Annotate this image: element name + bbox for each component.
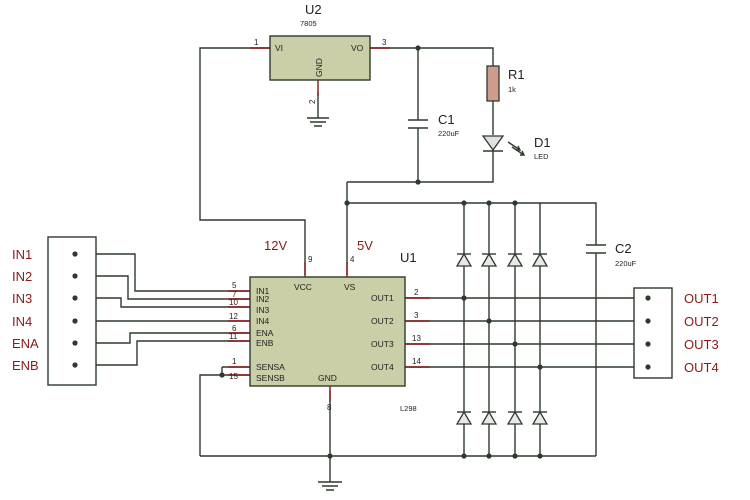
regulator-ref: U2	[305, 2, 322, 17]
driver-pin-ena-num: 6	[232, 324, 237, 333]
input-label-in1: IN1	[12, 247, 32, 262]
regulator-pin3-num: 3	[382, 38, 387, 47]
capacitor-c2-ref: C2	[615, 241, 632, 256]
regulator-pin-gnd: GND	[314, 58, 324, 77]
driver-pin-in3: IN3	[256, 305, 270, 315]
led-value: LED	[534, 152, 549, 161]
driver-u1: U1 L298 VCC VS GND 9 4 8 12V 5V IN1 IN2 …	[229, 238, 421, 413]
driver-body	[249, 276, 406, 387]
capacitor-c2: C2 220uF	[586, 241, 637, 268]
regulator-part: 7805	[300, 19, 317, 28]
resistor-r1: R1 1k	[486, 65, 525, 102]
regulator-pin1-num: 1	[254, 38, 259, 47]
output-label-out1: OUT1	[684, 291, 719, 306]
driver-pin-out3-num: 13	[412, 334, 421, 343]
driver-pin-out4-num: 14	[412, 357, 421, 366]
driver-pin-sensb: SENSB	[256, 373, 285, 383]
input-connector-body	[47, 236, 97, 386]
driver-pin-in3-num: 10	[229, 298, 238, 307]
diode-top-3	[506, 252, 524, 267]
regulator-pin2-num: 2	[308, 99, 317, 104]
capacitor-c1-value: 220uF	[438, 129, 460, 138]
driver-pin-enb: ENB	[256, 338, 274, 348]
input-connector: IN1 IN2 IN3 IN4 ENA ENB	[12, 236, 97, 386]
regulator-pin-vo: VO	[351, 43, 364, 53]
input-label-in3: IN3	[12, 291, 32, 306]
driver-part: L298	[400, 404, 417, 413]
driver-pin-in4: IN4	[256, 316, 270, 326]
wires	[75, 47, 648, 482]
diode-top-2	[480, 252, 498, 267]
regulator-pin-vi: VI	[275, 43, 283, 53]
diode-bottom-1	[455, 410, 473, 425]
driver-pin-in4-num: 12	[229, 312, 238, 321]
flyback-diodes-top	[455, 252, 549, 267]
output-label-out2: OUT2	[684, 314, 719, 329]
driver-vcc-supply-label: 12V	[264, 238, 287, 253]
input-label-enb: ENB	[12, 358, 39, 373]
regulator-u2: U2 7805 VI VO GND 1 3 2	[254, 2, 387, 104]
diode-top-4	[531, 252, 549, 267]
led-ref: D1	[534, 135, 551, 150]
pin-stubs	[228, 47, 430, 402]
driver-gnd-label: GND	[318, 373, 337, 383]
driver-pin-sensa-num: 1	[232, 357, 237, 366]
diode-bottom-4	[531, 410, 549, 425]
output-connector: OUT1 OUT2 OUT3 OUT4	[633, 287, 719, 379]
driver-pin-out2-num: 3	[414, 311, 419, 320]
driver-pin-enb-num: 11	[229, 332, 238, 341]
resistor-ref: R1	[508, 67, 525, 82]
driver-vs-num: 4	[350, 255, 355, 264]
capacitor-c1: C1 220uF	[408, 112, 460, 138]
output-connector-body	[633, 287, 673, 379]
input-label-in4: IN4	[12, 314, 32, 329]
resistor-body	[486, 65, 500, 102]
driver-vcc-label: VCC	[294, 282, 312, 292]
resistor-value: 1k	[508, 85, 516, 94]
driver-ref: U1	[400, 250, 417, 265]
diode-bottom-3	[506, 410, 524, 425]
driver-pin-sensb-num: 15	[229, 372, 238, 381]
driver-pin-out2: OUT2	[371, 316, 394, 326]
driver-vcc-num: 9	[308, 255, 313, 264]
driver-pin-in1: IN1	[256, 286, 270, 296]
driver-pin-in2: IN2	[256, 294, 270, 304]
regulator-body	[269, 35, 371, 81]
driver-pin-sensa: SENSA	[256, 362, 285, 372]
capacitor-c1-ref: C1	[438, 112, 455, 127]
driver-pin-out4: OUT4	[371, 362, 394, 372]
driver-pin-in1-num: 5	[232, 281, 237, 290]
led-d1: D1 LED	[481, 135, 551, 161]
diode-bottom-2	[480, 410, 498, 425]
driver-pin-in2-num: 7	[232, 290, 237, 299]
driver-gnd-num: 8	[327, 403, 332, 412]
driver-pin-out1-num: 2	[414, 288, 419, 297]
driver-pin-out3: OUT3	[371, 339, 394, 349]
ground-symbol-u2	[307, 117, 329, 127]
diode-top-1	[455, 252, 473, 267]
flyback-diodes-bottom	[455, 410, 549, 425]
driver-vs-supply-label: 5V	[357, 238, 373, 253]
driver-pin-out1: OUT1	[371, 293, 394, 303]
output-label-out3: OUT3	[684, 337, 719, 352]
input-label-in2: IN2	[12, 269, 32, 284]
capacitor-c2-value: 220uF	[615, 259, 637, 268]
input-label-ena: ENA	[12, 336, 39, 351]
driver-vs-label: VS	[344, 282, 356, 292]
output-label-out4: OUT4	[684, 360, 719, 375]
ground-symbol-main	[318, 481, 342, 491]
driver-pin-ena: ENA	[256, 328, 274, 338]
junction-dots	[219, 45, 543, 459]
